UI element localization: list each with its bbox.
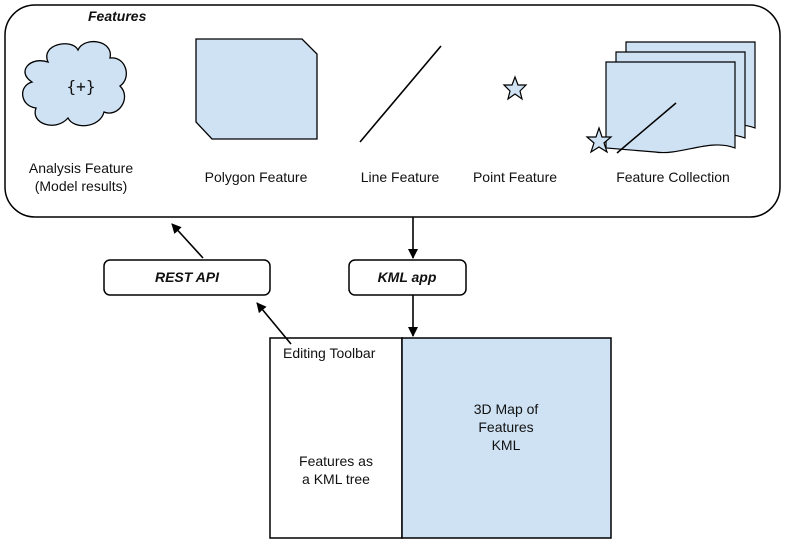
point-feature-label: Point Feature: [473, 169, 557, 185]
line-icon: [359, 45, 442, 143]
code-plus-glyph: {+}: [67, 77, 96, 96]
kml-app-label: KML app: [378, 269, 437, 285]
collection-star-icon: [585, 126, 613, 154]
feature-collection-label: Feature Collection: [616, 169, 730, 185]
rest-api-label: REST API: [155, 269, 220, 285]
rest-api-box: [103, 259, 271, 296]
map-label-line3: KML: [492, 437, 521, 453]
stacked-pages-icon: [585, 41, 756, 154]
arrow-toolbar-to-rest-api: [256, 302, 292, 345]
features-tree-label-line2: a KML tree: [302, 471, 370, 487]
editing-toolbar-label: Editing Toolbar: [283, 345, 376, 361]
features-tree-label-line1: Features as: [299, 453, 373, 469]
cloud-icon: {+}: [22, 40, 127, 127]
arrow-rest-api-to-features: [171, 223, 204, 259]
polygon-icon: [195, 38, 318, 140]
features-panel-title: Features: [88, 8, 147, 24]
line-feature-label: Line Feature: [361, 169, 440, 185]
map-label-line2: Features: [478, 419, 533, 435]
star-icon: [502, 75, 528, 101]
analysis-feature-label: Analysis Feature: [29, 160, 133, 176]
map-label-line1: 3D Map of: [474, 401, 539, 417]
polygon-feature-label: Polygon Feature: [205, 169, 308, 185]
map-pane: [401, 337, 612, 539]
kml-app-box: [348, 259, 467, 296]
features-tree-pane: [269, 337, 403, 539]
analysis-feature-sublabel: (Model results): [35, 178, 128, 194]
